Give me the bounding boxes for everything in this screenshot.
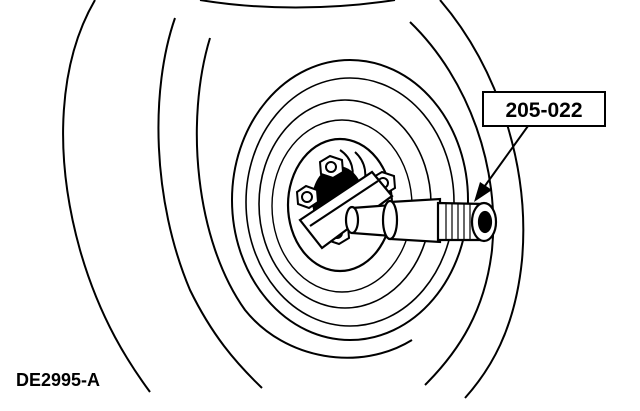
spline-lines [445,204,471,240]
callout-box [482,91,606,127]
tire-arc-right-outer [439,0,525,399]
rim-ring-outer [231,59,469,341]
callout-leader [481,125,529,191]
tool-callout: 205-022 [474,91,606,202]
tire-arc-top [199,0,396,9]
callout-arrowhead [474,182,492,202]
tool-number-label: 205-022 [505,99,582,122]
rim-ring-2 [245,77,455,327]
tire-arc-left-inner [157,17,263,389]
wheel-rim [231,59,469,341]
tool-adapter-bracket [298,170,394,250]
tire-arc-left-outer [62,0,151,393]
lug-nut-top [318,154,345,180]
tire-arc-mid [195,37,413,359]
lug-nut-left [295,184,320,210]
special-tool-shaft [344,197,498,244]
figure-id-label: DE2995-A [16,370,100,390]
